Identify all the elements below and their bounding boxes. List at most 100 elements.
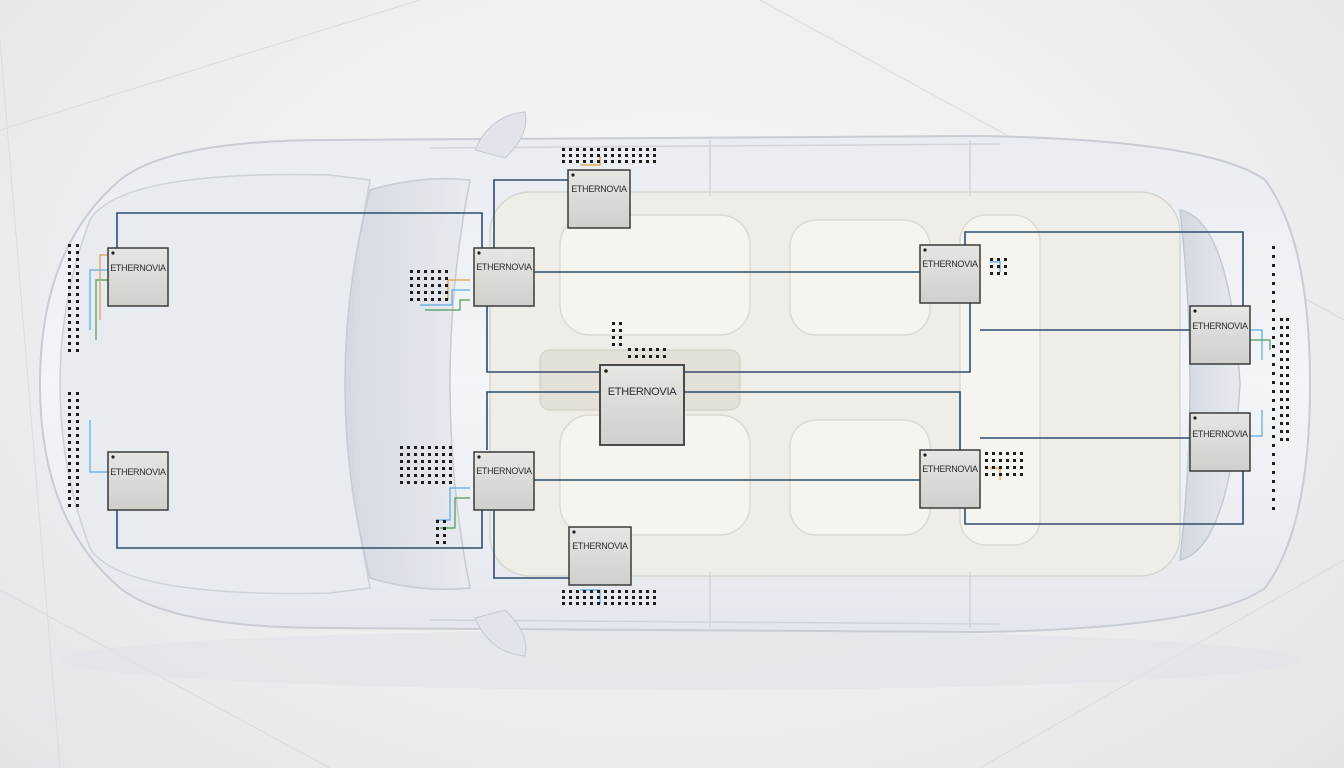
connector-pin (1272, 255, 1275, 258)
module-zone-rear-lower: ETHERNOVIA (919, 449, 981, 509)
mirror-bottom (474, 609, 527, 657)
connector-pin (410, 270, 413, 273)
connector-pin (642, 348, 645, 351)
connector-pin (569, 148, 572, 151)
connector-pin (583, 154, 586, 157)
connector-pin (76, 399, 79, 402)
connector-pin (1020, 466, 1023, 469)
connector-pin (646, 602, 649, 605)
connector-pin (1286, 414, 1289, 417)
connector-pin (76, 413, 79, 416)
connector-pin (407, 453, 410, 456)
connector-pin (985, 466, 988, 469)
connector-pin (576, 590, 579, 593)
connector-pin (625, 602, 628, 605)
connector-pin (590, 148, 593, 151)
connector-pin (990, 258, 993, 261)
connector-pin (604, 148, 607, 151)
connector-pin (407, 460, 410, 463)
connector-pin (68, 490, 71, 493)
connector-pin (442, 446, 445, 449)
connector-pin (1286, 358, 1289, 361)
connector-pin (646, 154, 649, 157)
connector-pin (68, 300, 71, 303)
connector-pin (1272, 273, 1275, 276)
connector-pin (68, 462, 71, 465)
module-mirror-lower: ETHERNOVIA (568, 526, 632, 586)
connector-pin (442, 460, 445, 463)
connector-pin (619, 329, 622, 332)
connector-pin (628, 355, 631, 358)
connector-pin (421, 446, 424, 449)
connector-pin (442, 467, 445, 470)
connector-pin (400, 474, 403, 477)
connector-pin (76, 469, 79, 472)
module-front-right: ETHERNOVIA (107, 451, 169, 511)
connector-pin (1272, 471, 1275, 474)
connector-pin (445, 284, 448, 287)
connector-pin (407, 481, 410, 484)
connector-pin (632, 148, 635, 151)
module-label: ETHERNOVIA (1192, 429, 1248, 439)
connector-pin (1272, 453, 1275, 456)
connector-pin (438, 277, 441, 280)
connector-pin (635, 348, 638, 351)
connector-pin (421, 474, 424, 477)
connector-pin (569, 602, 572, 605)
connector-pin (583, 590, 586, 593)
connector-pin (76, 272, 79, 275)
connector-pin (1286, 374, 1289, 377)
connector-pin (992, 452, 995, 455)
connector-pin (1013, 473, 1016, 476)
connector-pin (604, 596, 607, 599)
connector-pin (68, 413, 71, 416)
connector-pin (1272, 507, 1275, 510)
connector-pin (1280, 438, 1283, 441)
mirror-top (474, 111, 527, 159)
connector-pin (1286, 406, 1289, 409)
connector-pin (1286, 350, 1289, 353)
connector-pin (583, 602, 586, 605)
connector-pin (431, 284, 434, 287)
connector-pin (618, 602, 621, 605)
connector-pin (428, 474, 431, 477)
module-label: ETHERNOVIA (571, 184, 627, 194)
connector-pin (76, 448, 79, 451)
connector-pin (663, 348, 666, 351)
connector-pin (68, 307, 71, 310)
connector-pin (999, 452, 1002, 455)
connector-pin (76, 342, 79, 345)
connector-pin (1272, 372, 1275, 375)
connector-pin (612, 336, 615, 339)
connector-pin (68, 321, 71, 324)
module-label: ETHERNOVIA (922, 259, 978, 269)
connector-pin (576, 602, 579, 605)
connector-pin (1272, 318, 1275, 321)
connector-pin (400, 453, 403, 456)
connector-pin (625, 160, 628, 163)
connector-pin (569, 160, 572, 163)
connector-pin (1280, 374, 1283, 377)
connector-pin (997, 272, 1000, 275)
connector-pin (1020, 473, 1023, 476)
ethernet-modules: ETHERNOVIA ETHERNOVIA ETHERNOVIA ETHERNO… (107, 169, 1251, 586)
connector-pin (1272, 426, 1275, 429)
connector-pin (653, 596, 656, 599)
connector-pin (562, 602, 565, 605)
connector-pin (1272, 336, 1275, 339)
connector-pin (562, 590, 565, 593)
connector-pin (1013, 466, 1016, 469)
connector-pin (597, 154, 600, 157)
connector-pin (618, 148, 621, 151)
connector-pin (76, 321, 79, 324)
connector-pin (428, 481, 431, 484)
connector-pin (438, 270, 441, 273)
module-label: ETHERNOVIA (476, 262, 532, 272)
module-mirror-upper: ETHERNOVIA (567, 169, 631, 229)
module-label: ETHERNOVIA (110, 467, 166, 477)
connector-pin (76, 328, 79, 331)
connector-pin (611, 148, 614, 151)
connector-pin (612, 329, 615, 332)
connector-pin (632, 596, 635, 599)
connector-pin (618, 160, 621, 163)
